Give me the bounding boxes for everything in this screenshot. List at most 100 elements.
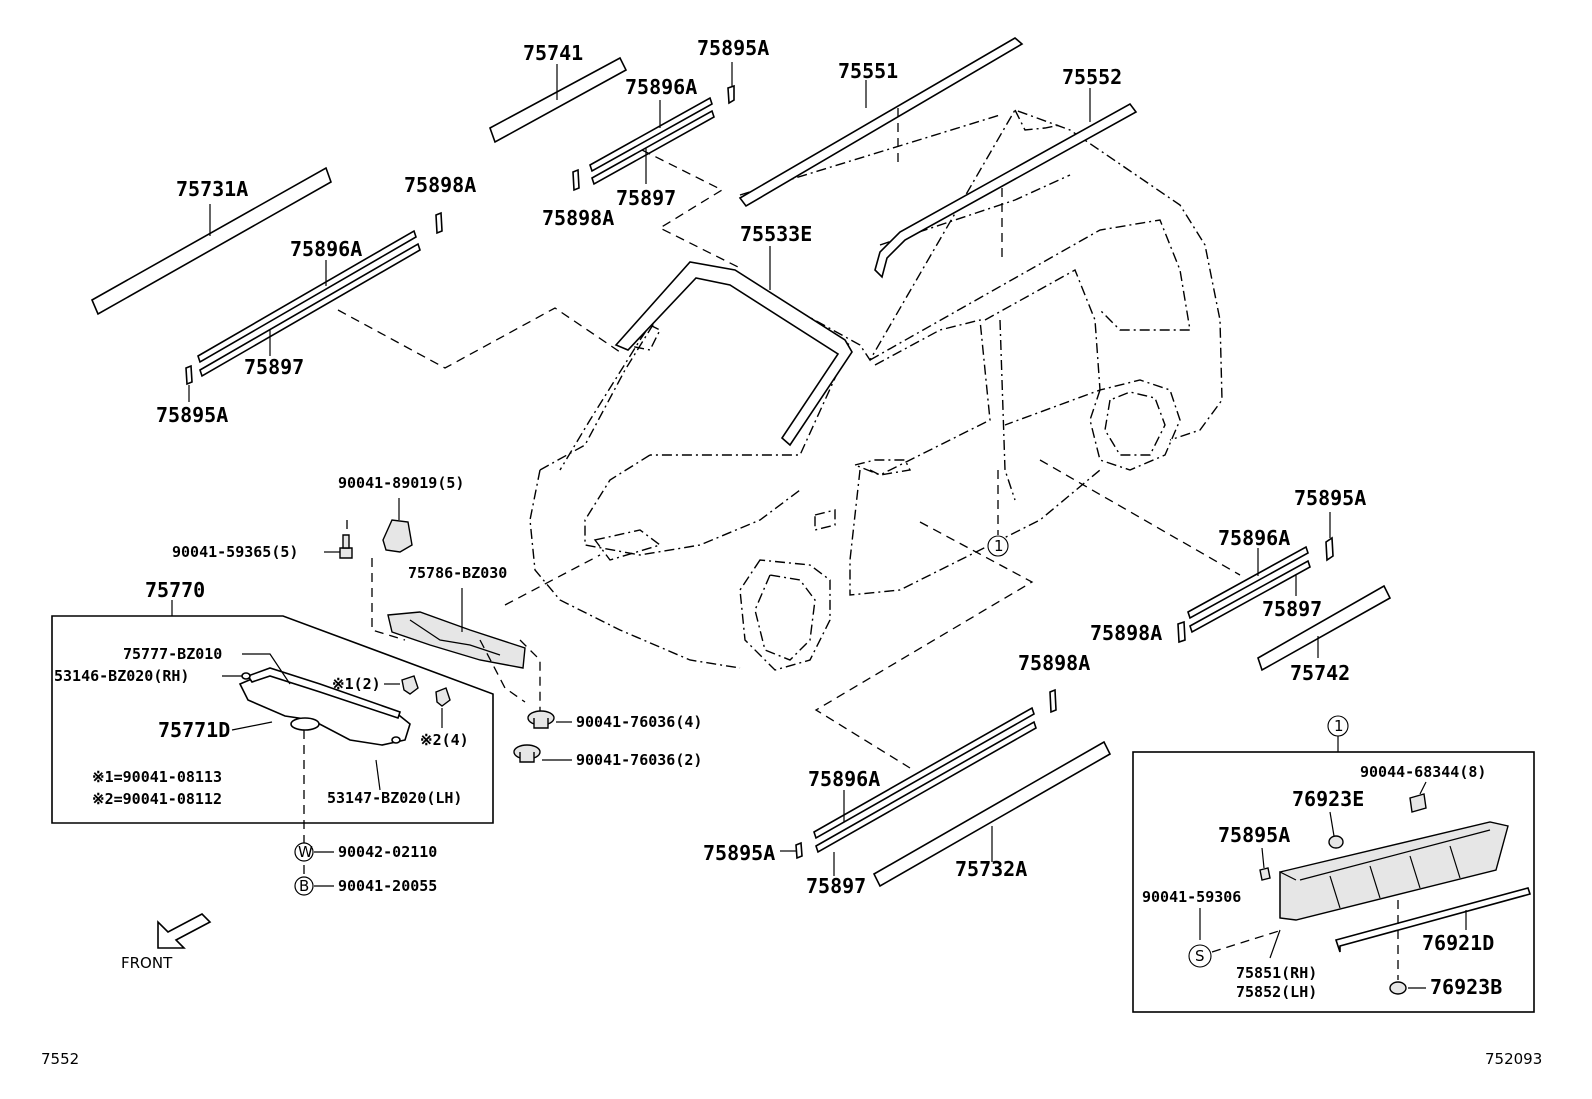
part-75895A-right[interactable] — [1325, 512, 1334, 562]
label-75852: 75852(LH) — [1236, 983, 1317, 1001]
part-75786-BZ030[interactable] — [387, 588, 526, 669]
part-53147-BZ020[interactable] — [375, 736, 401, 791]
part-75895A-left[interactable] — [185, 364, 193, 402]
label-75732A: 75732A — [955, 857, 1027, 881]
part-76921D[interactable] — [1334, 887, 1532, 953]
label-90041-20055: 90041-20055 — [338, 877, 437, 895]
callout-S[interactable] — [1188, 944, 1212, 968]
symbol-W: W — [298, 843, 313, 861]
label-90041-59365: 90041-59365(5) — [172, 543, 298, 561]
label-75731A: 75731A — [176, 177, 248, 201]
label-75786-BZ030: 75786-BZ030 — [408, 564, 507, 582]
part-90044-68344[interactable] — [1409, 781, 1427, 813]
label-76923E: 76923E — [1292, 787, 1364, 811]
part-75742[interactable] — [1257, 584, 1392, 672]
part-90041-59365[interactable] — [324, 534, 353, 559]
leader-89019 — [371, 558, 406, 641]
label-75771D: 75771D — [158, 718, 230, 742]
part-90041-89019[interactable] — [382, 498, 413, 553]
label-90042-02110: 90042-02110 — [338, 843, 437, 861]
part-75533E[interactable] — [614, 246, 853, 447]
label-75777-BZ010: 75777-BZ010 — [123, 645, 222, 663]
corner-code-left: 7552 — [41, 1050, 79, 1068]
leader-top-moldings — [641, 149, 741, 269]
corner-code-right: 752093 — [1485, 1050, 1542, 1068]
callout-circle-1-car[interactable] — [987, 535, 1009, 557]
part-76923E[interactable] — [1328, 811, 1344, 849]
label-75897-left: 75897 — [244, 355, 304, 379]
label-90041-76036-2: 90041-76036(2) — [576, 751, 702, 769]
label-75551: 75551 — [838, 59, 898, 83]
part-53146-BZ020[interactable] — [222, 672, 251, 680]
label-53146-BZ020: 53146-BZ020(RH) — [54, 667, 189, 685]
part-75771D[interactable] — [231, 667, 411, 746]
label-75895A-top: 75895A — [697, 36, 769, 60]
label-75552: 75552 — [1062, 65, 1122, 89]
note-1: ※1=90041-08113 — [92, 768, 222, 786]
label-75896A-top: 75896A — [625, 75, 697, 99]
note-2: ※2=90041-08112 — [92, 790, 222, 808]
leader-left-moldings — [337, 307, 621, 369]
leader-clip2 — [519, 639, 541, 712]
part-75896A-75897-left[interactable] — [197, 229, 421, 378]
part-75732A[interactable] — [872, 740, 1112, 888]
part-75898A-left[interactable] — [435, 211, 443, 235]
label-75896A-right: 75896A — [1218, 526, 1290, 550]
leader-75851 — [1269, 929, 1281, 959]
label-75895A-left: 75895A — [156, 403, 228, 427]
part-75898A-lower[interactable] — [1049, 688, 1057, 714]
label-75742: 75742 — [1290, 661, 1350, 685]
part-75896A-75897-lower[interactable] — [813, 706, 1037, 876]
leader-clip1 — [479, 639, 526, 703]
part-note1-clip[interactable] — [384, 675, 419, 695]
symbol-B: B — [299, 877, 309, 895]
callout-1-car-text: 1 — [994, 537, 1004, 555]
label-90041-59306: 90041-59306 — [1142, 888, 1241, 906]
label-75896A-lower: 75896A — [808, 767, 880, 791]
label-75770: 75770 — [145, 578, 205, 602]
part-75898A-top[interactable] — [572, 168, 580, 192]
part-75851-75852[interactable] — [1279, 821, 1509, 921]
label-75898A-lower: 75898A — [1018, 651, 1090, 675]
label-53147-BZ020: 53147-BZ020(LH) — [327, 789, 462, 807]
label-front: FRONT — [121, 954, 173, 972]
part-90041-76036-4[interactable] — [527, 710, 572, 729]
label-76921D: 76921D — [1422, 931, 1494, 955]
label-76923B: 76923B — [1430, 975, 1502, 999]
part-75896A-75897-right[interactable] — [1187, 545, 1311, 634]
part-76923B[interactable] — [1389, 981, 1426, 995]
label-75851: 75851(RH) — [1236, 964, 1317, 982]
part-75741[interactable] — [489, 56, 628, 144]
callout-1-box-text: 1 — [1334, 717, 1344, 735]
fastener-B[interactable]: B — [294, 876, 334, 896]
label-75895A-box: 75895A — [1218, 823, 1290, 847]
label-75741: 75741 — [523, 41, 583, 65]
part-75552[interactable] — [874, 88, 1138, 279]
label-75898A-right: 75898A — [1090, 621, 1162, 645]
label-75895A-right: 75895A — [1294, 486, 1366, 510]
label-75897-top: 75897 — [616, 186, 676, 210]
part-75895A-box[interactable] — [1259, 847, 1271, 881]
part-75895A-lower[interactable] — [780, 841, 803, 860]
part-75551[interactable] — [738, 37, 1024, 208]
part-90041-76036-2[interactable] — [513, 744, 572, 763]
leader-cowl — [504, 554, 601, 606]
leader-lower-moldings — [814, 521, 1034, 769]
fastener-W[interactable]: W — [294, 842, 334, 862]
label-75897-right: 75897 — [1262, 597, 1322, 621]
label-75897-lower: 75897 — [806, 874, 866, 898]
part-75898A-right[interactable] — [1177, 620, 1186, 644]
label-90041-89019: 90041-89019(5) — [338, 474, 464, 492]
part-note2-clip[interactable] — [435, 687, 451, 728]
part-75896A-75897-top[interactable] — [589, 96, 715, 186]
label-note1-qty: ※1(2) — [332, 675, 381, 693]
label-90041-76036-4: 90041-76036(4) — [576, 713, 702, 731]
box-side-step — [1132, 751, 1535, 1013]
label-75896A-left: 75896A — [290, 237, 362, 261]
part-75731A[interactable] — [90, 166, 332, 316]
box-75770 — [51, 615, 494, 824]
front-arrow-icon — [157, 913, 212, 949]
leader-75777 — [242, 653, 291, 685]
part-75895A-top[interactable] — [727, 62, 735, 105]
